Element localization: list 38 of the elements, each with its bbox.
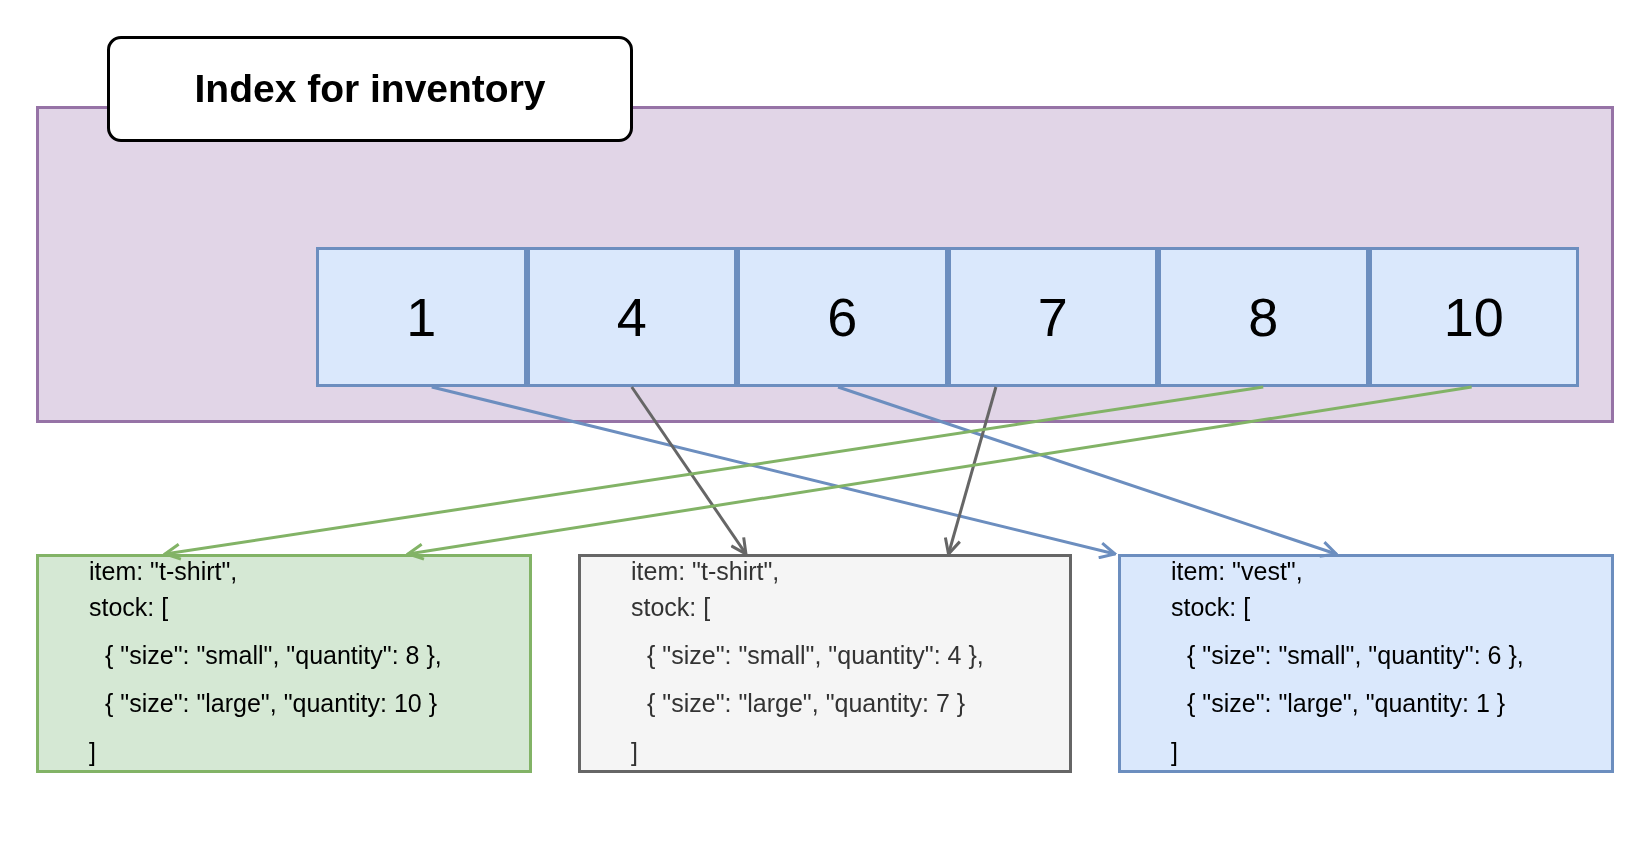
- title-box: [107, 36, 633, 142]
- arrow: [837, 385, 1338, 558]
- code-line: { "size": "large", "quantity: 10 }: [105, 689, 438, 717]
- code-line: stock: [: [1171, 593, 1251, 621]
- key-number: 1: [405, 286, 438, 349]
- code-line: item: "t-shirt",: [631, 557, 780, 585]
- index-key-cell: [737, 247, 948, 387]
- code-line: stock: [: [89, 593, 169, 621]
- code-line: item: "t-shirt",: [89, 557, 238, 585]
- key-number: 10: [1442, 286, 1505, 349]
- arrow: [431, 385, 1117, 560]
- arrow: [406, 385, 1472, 561]
- index-key-cell: [526, 247, 737, 387]
- index-key-cell: [1158, 247, 1369, 387]
- arrow: [630, 386, 748, 556]
- key-number: 6: [826, 286, 859, 349]
- code-line: ]: [631, 738, 638, 766]
- document-box: [578, 554, 1072, 773]
- key-number: 4: [615, 286, 648, 349]
- code-line: { "size": "small", "quantity": 6 },: [1187, 641, 1524, 669]
- code-line: stock: [: [631, 593, 711, 621]
- arrow: [943, 386, 998, 556]
- document-box: [1118, 554, 1614, 773]
- index-key-cell: [316, 247, 527, 387]
- code-line: { "size": "large", "quantity: 1 }: [1187, 689, 1506, 717]
- code-line: ]: [1171, 738, 1178, 766]
- title-text: Index for inventory: [193, 66, 547, 112]
- arrow: [163, 385, 1264, 561]
- code-line: { "size": "large", "quantity: 7 }: [647, 689, 966, 717]
- index-key-cell: [947, 247, 1158, 387]
- key-number: 8: [1247, 286, 1280, 349]
- code-line: ]: [89, 738, 96, 766]
- index-key-cell: [1368, 247, 1579, 387]
- key-number: 7: [1036, 286, 1069, 349]
- code-line: item: "vest",: [1171, 557, 1303, 585]
- document-box: [36, 554, 532, 773]
- code-line: { "size": "small", "quantity": 4 },: [647, 641, 984, 669]
- code-line: { "size": "small", "quantity": 8 },: [105, 641, 442, 669]
